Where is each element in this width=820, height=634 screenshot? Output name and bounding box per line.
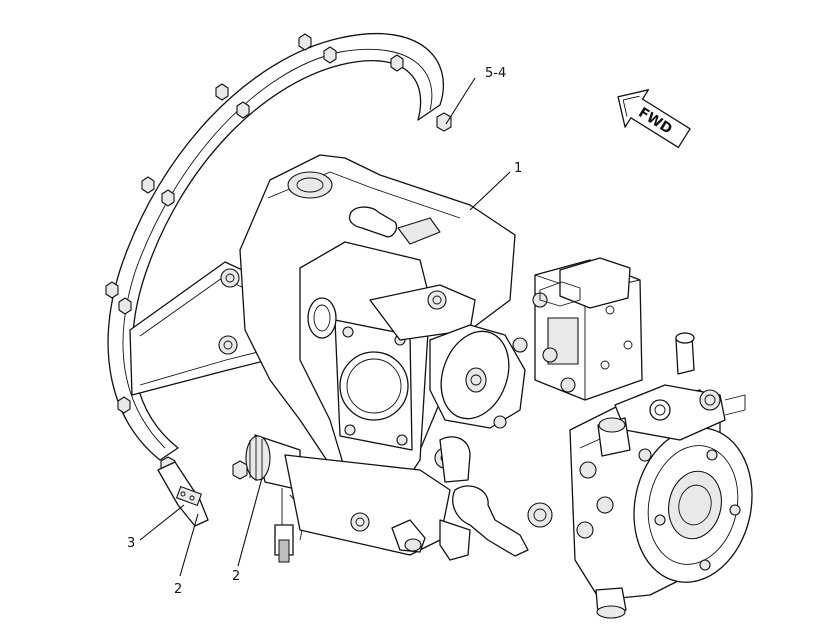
harness-clip-bracket: [157, 461, 209, 527]
callout-1: 1: [514, 161, 522, 176]
leader-lines: [139, 77, 511, 577]
flywheel-housing-ring: [107, 33, 445, 461]
front-pump-block: [299, 241, 476, 491]
control-valve-block: [532, 257, 643, 401]
housing-bolts: [105, 33, 452, 480]
front-gear-pump: [569, 332, 753, 619]
callout-5-4: 5-4: [485, 66, 506, 81]
callout-2-right: 2: [232, 569, 240, 584]
regulator-assembly: [429, 324, 528, 429]
callout-3: 3: [127, 536, 135, 551]
fwd-arrow-icon: FWD: [617, 89, 691, 149]
callout-2-left: 2: [174, 582, 182, 597]
lower-valve-body: [284, 436, 553, 561]
